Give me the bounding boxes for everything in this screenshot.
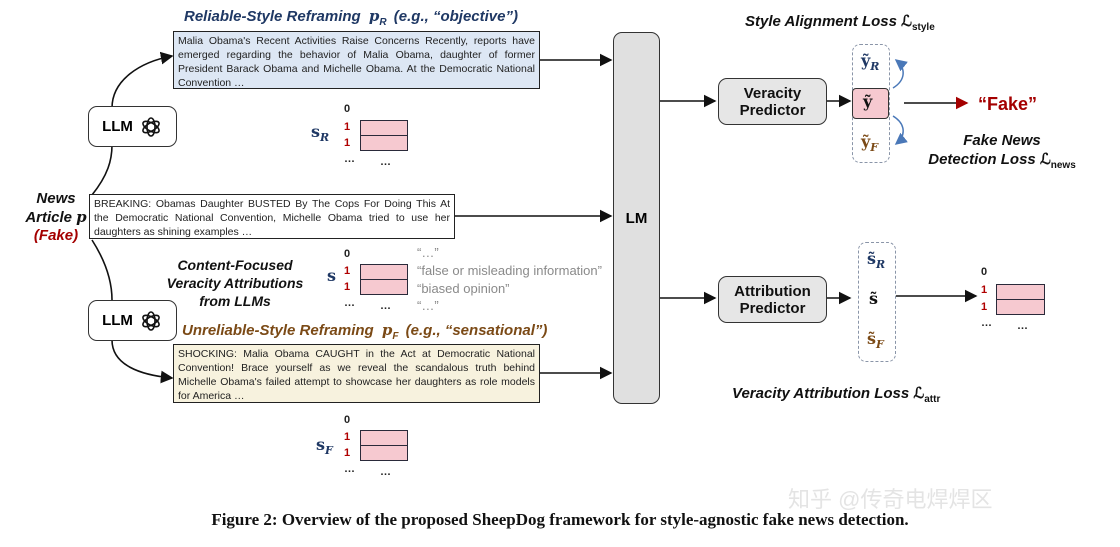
curve-news-to-llm-bottom — [91, 239, 113, 301]
fake-output-label: “Fake” — [978, 94, 1038, 114]
attribution-1: “false or misleading information” — [417, 263, 602, 278]
sR-dots: … — [380, 156, 391, 168]
vector-sR-label: sR — [311, 122, 330, 145]
llm-box-top: LLM — [88, 106, 177, 147]
s-row-1b: 1 — [344, 281, 351, 293]
sF-row-0: 0 — [344, 414, 351, 426]
sF-row-1a: 1 — [344, 431, 351, 443]
s-tilde-F: s̃F — [867, 329, 884, 352]
out-cell-2 — [996, 299, 1045, 315]
news-article-label: News Article p (Fake) — [25, 190, 87, 244]
news-text-box: BREAKING: Obamas Daughter BUSTED By The … — [89, 194, 455, 239]
vector-sF-label: sF — [316, 435, 333, 458]
sF-cell-2 — [360, 445, 408, 461]
attribution-3: “…” — [417, 298, 439, 313]
y-tilde-F: ỹF — [861, 132, 879, 155]
watermark: 知乎 @传奇电焊焊区 — [788, 487, 993, 512]
curve-llm-top-to-reliable — [111, 51, 174, 109]
y-tilde-R: ỹR — [861, 51, 880, 74]
veracity-attribution-loss-label: Veracity Attribution Loss ℒattr — [732, 384, 941, 405]
fake-news-detection-loss-label: Fake News Detection Loss ℒnews — [928, 132, 1076, 171]
s-dots: … — [380, 300, 391, 312]
attribution-0: “…” — [417, 245, 439, 260]
curve-align-bottom — [892, 115, 908, 145]
curve-llm-bottom-to-unreliable — [111, 339, 174, 384]
s-row-dots: … — [344, 297, 355, 309]
attribution-2: “biased opinion” — [417, 281, 510, 296]
openai-logo-icon — [142, 310, 160, 331]
content-focused-label: Content-Focused Veracity Attributions fr… — [166, 257, 304, 309]
out-row-dots: … — [981, 317, 992, 329]
reliable-text-box: Malia Obama's Recent Activities Raise Co… — [173, 31, 540, 89]
s-row-0: 0 — [344, 248, 351, 260]
unreliable-text-box: SHOCKING: Malia Obama CAUGHT in the Act … — [173, 344, 540, 403]
reliable-caption: Reliable-Style Reframing pR (e.g., “obje… — [184, 7, 518, 28]
sR-row-1b: 1 — [344, 137, 351, 149]
llm-box-bottom: LLM — [88, 300, 177, 341]
y-tilde: ỹ — [863, 92, 873, 111]
vector-s-label: s — [327, 266, 337, 285]
sR-row-0: 0 — [344, 103, 351, 115]
out-row-1b: 1 — [981, 301, 988, 313]
unreliable-caption: Unreliable-Style Reframing pF (e.g., “se… — [182, 321, 548, 342]
curve-news-to-llm-top — [91, 144, 113, 196]
sR-row-dots: … — [344, 153, 355, 165]
sR-row-1a: 1 — [344, 121, 351, 133]
out-dots: … — [1017, 320, 1028, 332]
out-row-1a: 1 — [981, 284, 988, 296]
llm-label-bottom: LLM — [102, 312, 133, 329]
s-vector-group — [858, 242, 896, 362]
figure-caption: Figure 2: Overview of the proposed Sheep… — [211, 510, 909, 529]
sF-row-dots: … — [344, 463, 355, 475]
s-tilde-R: s̃R — [867, 249, 886, 272]
llm-label-top: LLM — [102, 118, 133, 135]
s-tilde: s̃ — [869, 289, 879, 308]
lm-block: LM — [613, 32, 660, 404]
sR-cell-2 — [360, 135, 408, 151]
openai-logo-icon — [142, 116, 160, 137]
curve-align-top — [892, 59, 908, 89]
sF-row-1b: 1 — [344, 447, 351, 459]
style-alignment-loss-label: Style Alignment Loss ℒstyle — [745, 12, 935, 33]
sF-dots: … — [380, 466, 391, 478]
y-tilde-highlight — [852, 88, 889, 119]
s-cell-2 — [360, 279, 408, 295]
out-row-0: 0 — [981, 266, 988, 278]
s-row-1a: 1 — [344, 265, 351, 277]
